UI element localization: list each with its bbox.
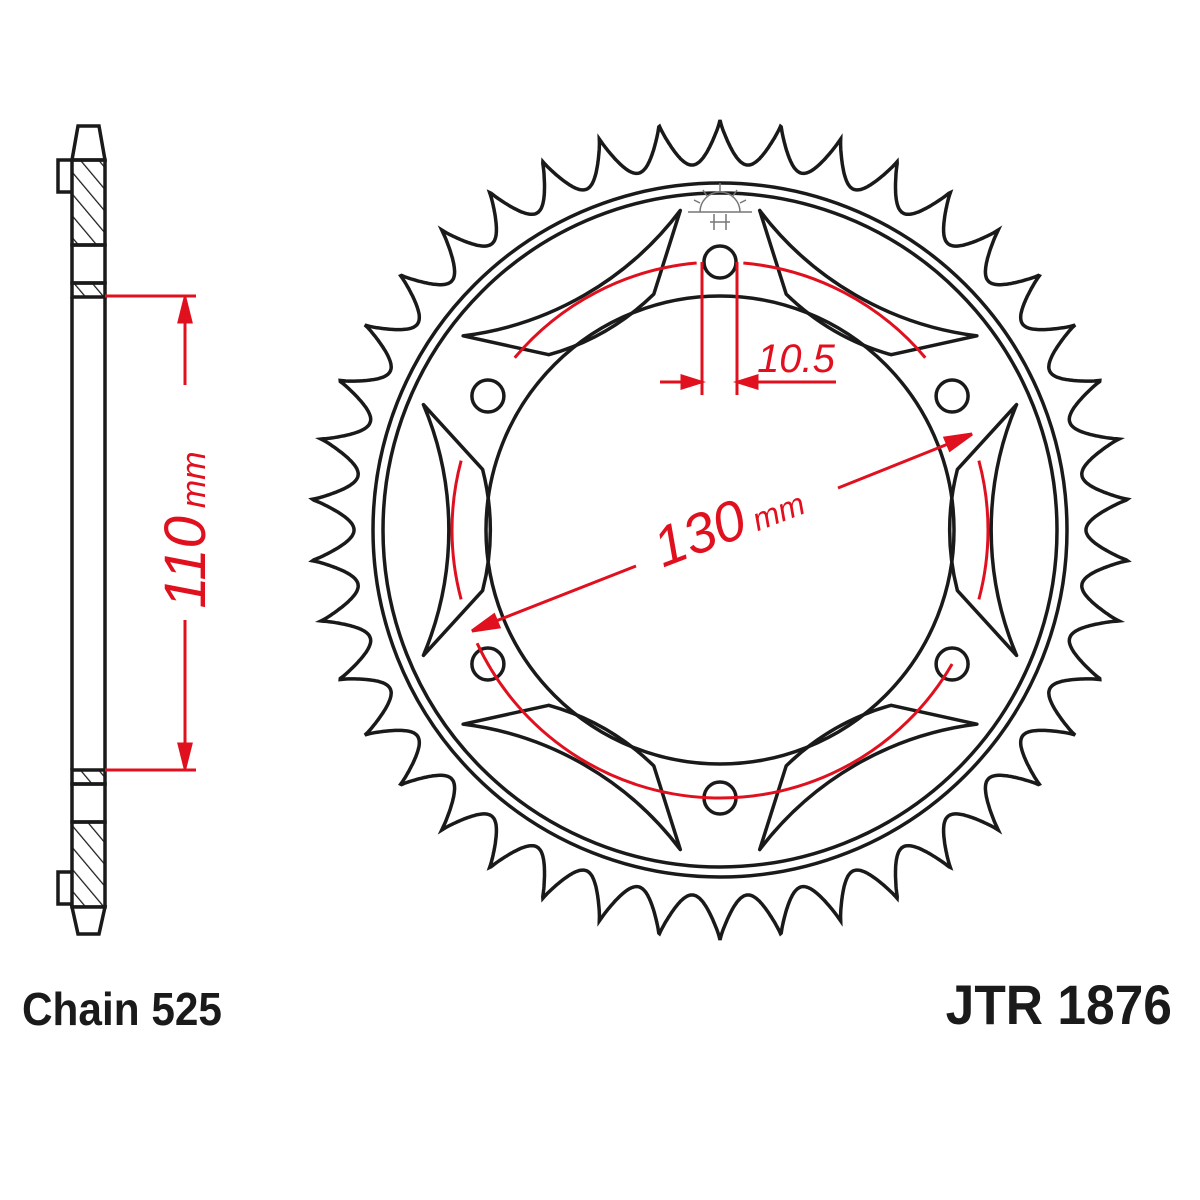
bolt-hole-label: 10.5 xyxy=(757,337,836,381)
bolt-hole xyxy=(470,646,506,682)
lightening-window xyxy=(421,402,492,658)
side-height-dimension xyxy=(105,294,196,772)
side-view xyxy=(56,124,108,936)
bolt-circle-arc xyxy=(450,460,463,600)
bolt-hole xyxy=(934,646,970,682)
lightening-window xyxy=(948,402,1019,658)
lightening-window xyxy=(461,208,683,357)
bolt-circle-arc xyxy=(475,642,954,800)
inner-ring xyxy=(381,191,1059,869)
lightening-window xyxy=(757,703,979,852)
bolt-hole xyxy=(470,378,506,414)
lightening-window xyxy=(461,703,683,852)
sprocket-front-view xyxy=(308,119,1132,941)
bolt-circle-arc xyxy=(743,261,927,359)
side-height-label: 110mm xyxy=(153,451,218,608)
bolt-circle-label: 130mm xyxy=(644,465,811,579)
side-hub-hatch-top xyxy=(70,281,107,299)
chain-size-label: Chain 525 xyxy=(22,983,222,1035)
bolt-circle-arcs xyxy=(450,261,990,800)
bolt-circle-dimension xyxy=(471,432,973,633)
brand-logo xyxy=(688,183,752,230)
side-bottom-hatch xyxy=(70,820,107,909)
center-bore xyxy=(484,294,956,766)
side-top-hatch xyxy=(70,158,107,247)
bolt-hole xyxy=(934,378,970,414)
bolt-hole xyxy=(702,244,738,280)
lightening-window xyxy=(757,208,979,357)
bolt-circle-arc xyxy=(513,261,697,359)
bolt-hole-dimension xyxy=(660,262,836,395)
side-top-tooth xyxy=(69,124,108,162)
side-hub-hatch-bottom xyxy=(70,768,107,786)
side-bottom-tooth xyxy=(69,905,108,936)
bolt-circle-arc xyxy=(977,460,990,600)
part-number-label: JTR 1876 xyxy=(945,973,1172,1036)
sprocket-teeth-outline xyxy=(308,119,1132,941)
